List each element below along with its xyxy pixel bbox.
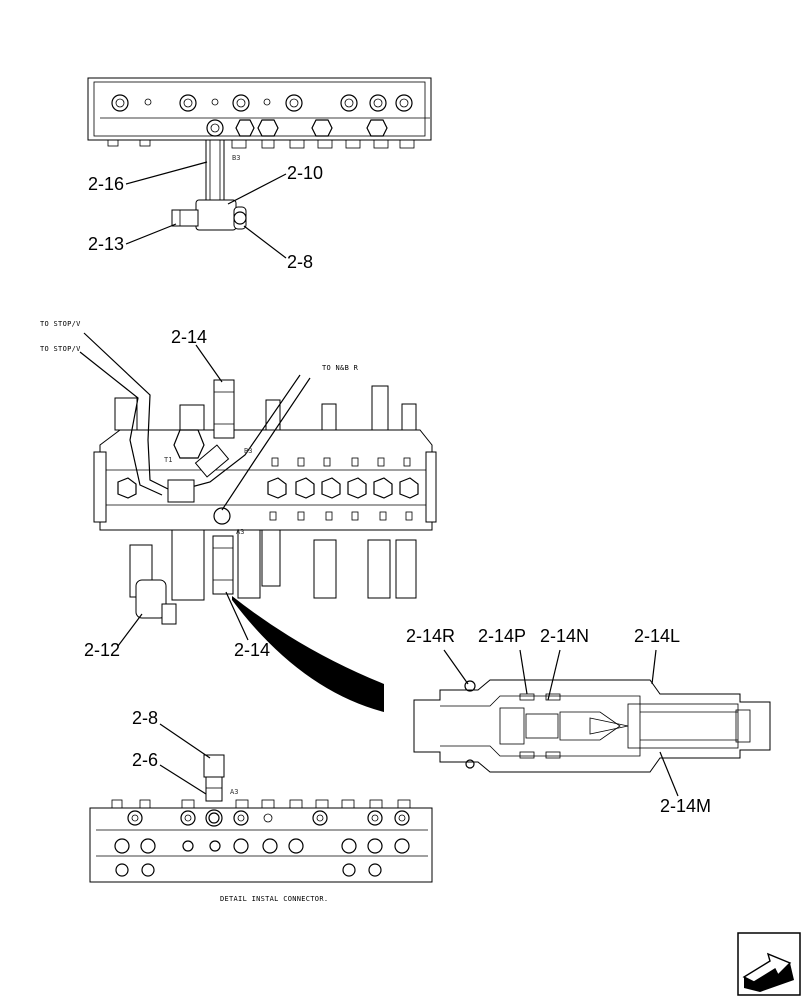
bottom-valve-block (89, 807, 433, 883)
callout-2-12: 2-12 (84, 640, 120, 660)
mid-port-a3: A3 (236, 528, 244, 536)
callout-2-10: 2-10 (287, 163, 323, 183)
callout-2-14L: 2-14L (634, 626, 680, 646)
mid-connector-2-14-lower (212, 535, 234, 595)
top-fitting-2-13 (171, 209, 199, 227)
middle-valve-view (79, 332, 437, 647)
bottom-fitting-2-6 (205, 776, 223, 802)
callout-2-13: 2-13 (88, 234, 124, 254)
callout-2-6: 2-6 (132, 750, 158, 770)
top-valve-lower-ports (206, 119, 388, 137)
top-connector-2-16 (205, 139, 225, 203)
hose-to-nb (179, 374, 301, 491)
top-valve-ports (111, 94, 413, 112)
bottom-valve-top-studs (111, 799, 411, 809)
callout-2-14-upper: 2-14 (171, 327, 207, 347)
top-valve-view: B3 (87, 77, 432, 259)
callout-2-14P: 2-14P (478, 626, 526, 646)
top-tee-fitting (195, 199, 237, 231)
bottom-valve-view (89, 723, 433, 883)
callout-2-14-lower: 2-14 (234, 640, 270, 660)
mid-right-flange (425, 451, 437, 523)
top-port-b3: B3 (232, 154, 240, 162)
mid-left-flange (93, 451, 107, 523)
mid-port-b3: B3 (244, 447, 252, 455)
callout-2-8-top: 2-8 (287, 252, 313, 272)
callout-2-14N: 2-14N (540, 626, 589, 646)
mid-elbow-fitting (194, 444, 230, 478)
callout-2-14M: 2-14M (660, 796, 711, 816)
mid-valve-small-studs (269, 457, 413, 521)
callout-2-16: 2-16 (88, 174, 124, 194)
bottom-port-a3: A3 (230, 788, 238, 796)
mid-port-t1: T1 (164, 456, 172, 464)
mid-valve-top-fittings (114, 385, 417, 431)
mid-hose-fitting (167, 479, 195, 503)
detail-caption: DETAIL INSTAL CONNECTOR. (220, 895, 328, 903)
bottom-valve-upper-ports (127, 809, 410, 827)
detail-outer-body (413, 679, 771, 773)
top-fitting-2-8 (233, 206, 247, 230)
note-to-nb: TO N&B R (322, 364, 359, 372)
hose-to-stop-1 (83, 332, 171, 491)
note-to-stop-2: TO STOP/V (40, 345, 81, 353)
bottom-fitting-2-8 (203, 754, 225, 778)
detail-cross-section (413, 649, 771, 797)
next-page-arrow-icon[interactable] (737, 932, 801, 996)
callout-2-14R: 2-14R (406, 626, 455, 646)
detail-pointer (232, 596, 384, 712)
note-to-stop-1: TO STOP/V (40, 320, 81, 328)
bottom-valve-lower-ports (114, 838, 410, 877)
mid-connector-2-14-upper (213, 379, 235, 439)
callout-2-8-bottom: 2-8 (132, 708, 158, 728)
mid-valve-hex-nuts (117, 429, 419, 499)
mid-valve-spool-housings (129, 529, 417, 601)
mid-elbow-2-12 (135, 579, 167, 619)
top-valve-studs (107, 139, 415, 149)
